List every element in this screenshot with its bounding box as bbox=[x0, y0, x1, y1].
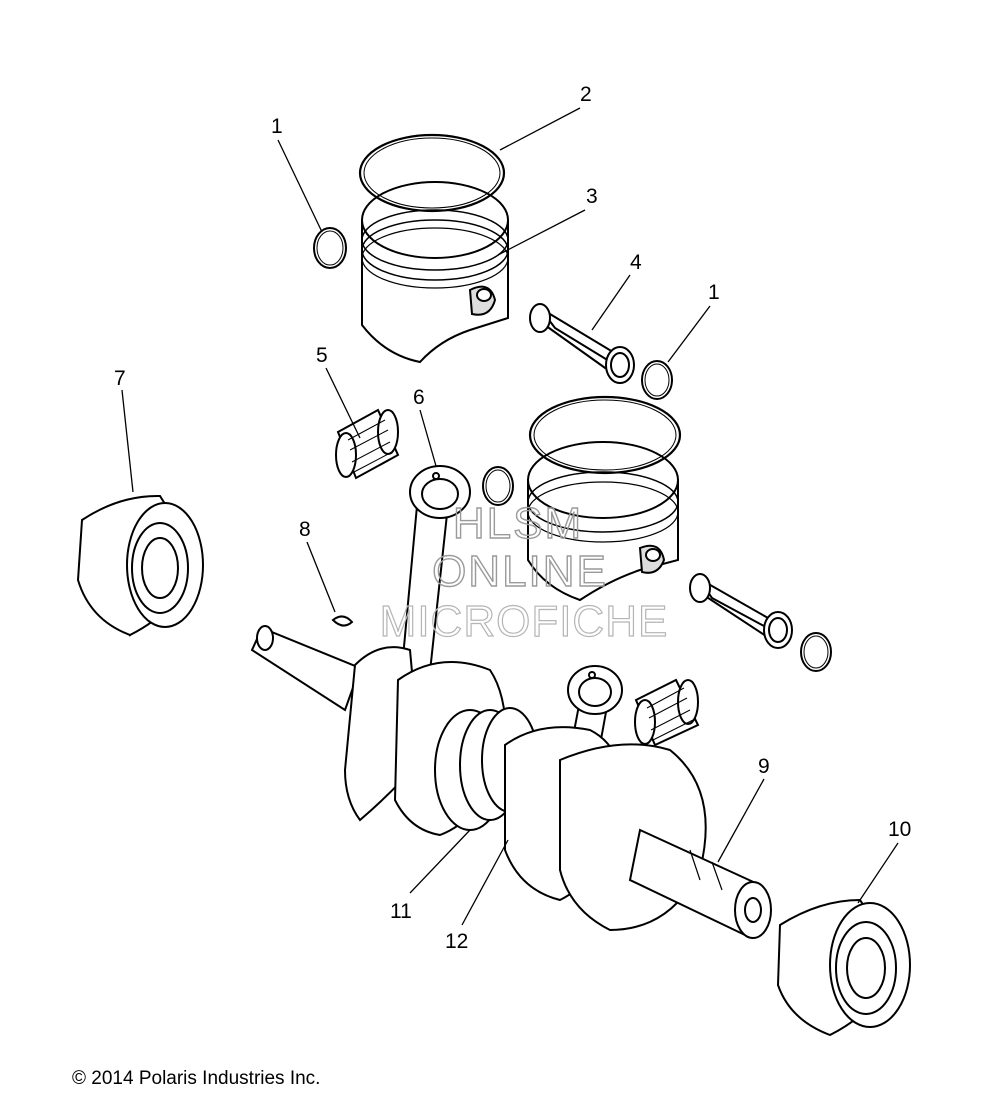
leader-lines bbox=[121, 107, 899, 926]
wrist-pin-upper bbox=[529, 303, 635, 384]
callout-1a: 1 bbox=[271, 115, 283, 138]
callout-11: 11 bbox=[390, 900, 412, 923]
watermark-line-1: HLSM bbox=[453, 499, 583, 548]
callout-7: 7 bbox=[114, 367, 126, 390]
callout-10: 10 bbox=[888, 818, 911, 841]
piston-ring-lower bbox=[528, 395, 682, 475]
crankshaft bbox=[250, 625, 772, 939]
circlip-upper-right bbox=[641, 360, 673, 400]
callout-8: 8 bbox=[299, 518, 311, 541]
piston-lower bbox=[527, 441, 679, 602]
piston-upper bbox=[361, 181, 509, 364]
needle-bearing-lower bbox=[634, 678, 700, 747]
watermark-line-2: ONLINE bbox=[432, 547, 608, 596]
callout-labels: 1 2 3 4 1 5 6 7 8 9 10 11 12 bbox=[114, 83, 911, 953]
callout-9: 9 bbox=[758, 755, 770, 778]
circlip-lower-right bbox=[800, 632, 832, 672]
callout-1b: 1 bbox=[708, 281, 720, 304]
needle-bearing-upper bbox=[335, 408, 400, 480]
piston-ring-upper bbox=[358, 133, 506, 213]
callout-3: 3 bbox=[586, 185, 598, 208]
callout-6: 6 bbox=[413, 386, 425, 409]
callout-4: 4 bbox=[630, 251, 642, 274]
callout-5: 5 bbox=[316, 344, 328, 367]
circlip-lower-left bbox=[482, 466, 514, 506]
watermark: HLSM ONLINE MICROFICHE bbox=[379, 498, 669, 646]
wrist-pin-lower bbox=[689, 573, 793, 649]
callout-2: 2 bbox=[580, 83, 592, 106]
circlip-upper-left bbox=[313, 227, 347, 269]
connecting-rod-upper bbox=[398, 465, 471, 691]
woodruff-key bbox=[331, 615, 354, 627]
watermark-line-3: MICROFICHE bbox=[380, 597, 669, 646]
main-bearing-left bbox=[76, 494, 204, 637]
copyright-notice: © 2014 Polaris Industries Inc. bbox=[72, 1068, 321, 1089]
callout-12: 12 bbox=[445, 930, 468, 953]
main-bearing-right bbox=[776, 898, 911, 1037]
